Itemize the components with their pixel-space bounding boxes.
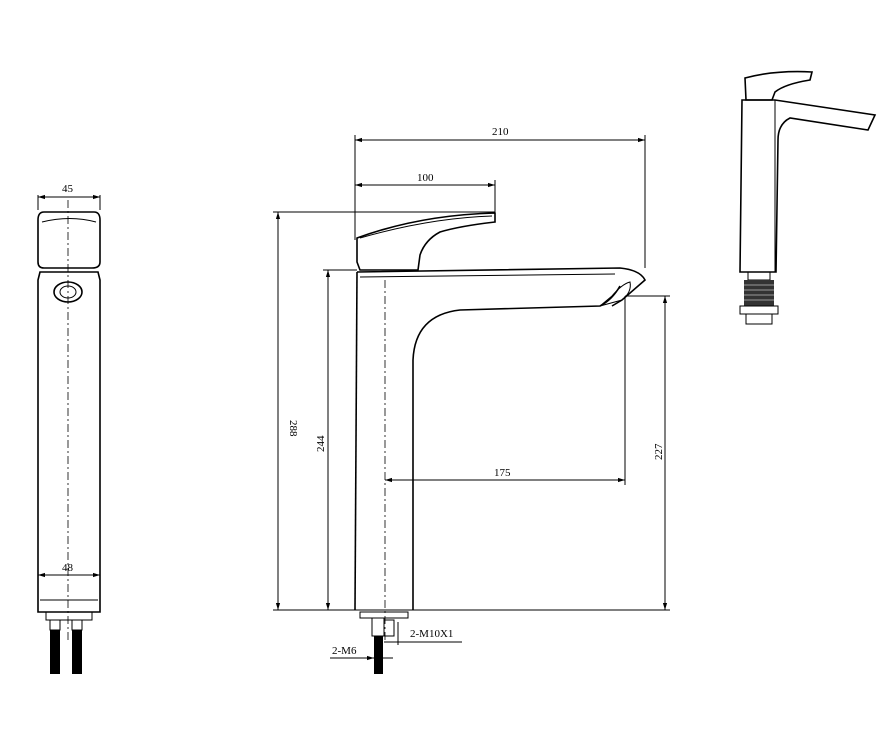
dim-base-width: 48	[62, 562, 74, 574]
faucet-thumbnail	[739, 70, 877, 325]
dim-connector-thread: 2-M10X1	[410, 628, 453, 640]
dim-head-width: 45	[62, 183, 74, 195]
front-view: 210 100 288 244 227 175 2-M6 2-M10X1	[273, 126, 670, 674]
dim-lever-length: 100	[417, 172, 434, 184]
dim-hose-thread: 2-M6	[332, 645, 357, 657]
dim-overall-reach: 210	[492, 126, 509, 138]
dim-spout-height: 227	[653, 443, 665, 460]
side-view: 45 48	[37, 183, 101, 674]
dim-spout-reach: 175	[494, 467, 511, 479]
dim-body-height: 244	[315, 435, 327, 452]
dim-overall-height: 288	[287, 420, 299, 437]
